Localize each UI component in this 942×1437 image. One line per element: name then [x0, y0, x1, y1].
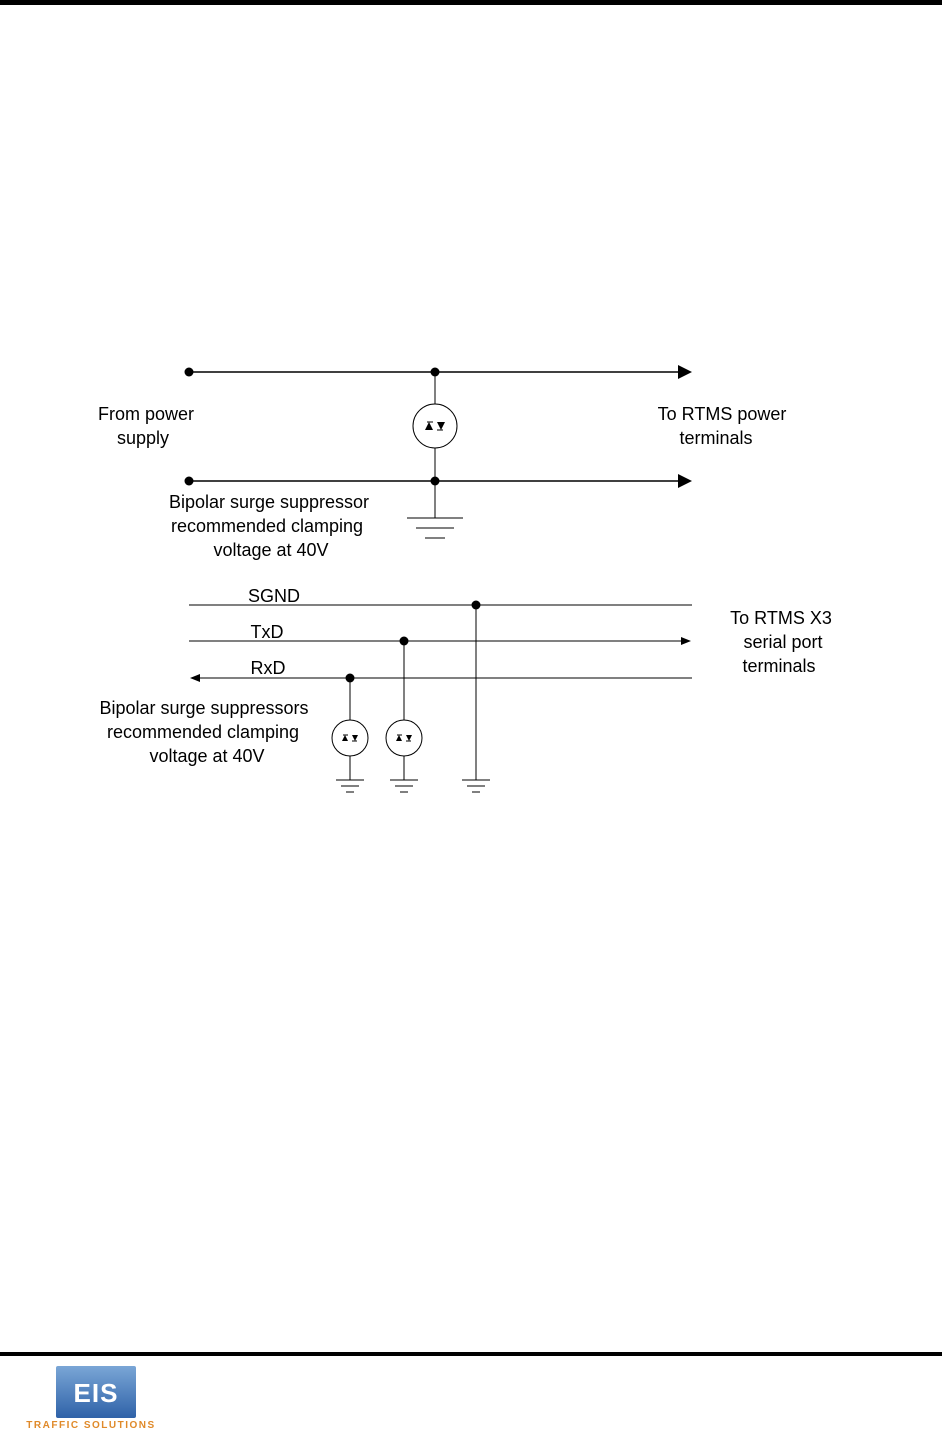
sgnd-label: SGND — [248, 586, 300, 606]
power-suppressor-label-1: Bipolar surge suppressor — [169, 492, 369, 512]
serial-to-label-2: serial port — [743, 632, 822, 652]
power-suppressor-symbol — [413, 404, 457, 448]
sgnd-ground-icon — [462, 780, 490, 792]
txd-label: TxD — [251, 622, 284, 642]
txd-suppressor-symbol — [386, 720, 422, 756]
logo-subtext: TRAFFIC SOLUTIONS — [16, 1420, 166, 1431]
power-from-label-1: From power — [98, 404, 194, 424]
rxd-suppressor-symbol — [332, 720, 368, 756]
power-to-label-1: To RTMS power — [658, 404, 787, 424]
power-bottom-arrow — [678, 474, 692, 488]
txd-ground-icon — [390, 780, 418, 792]
serial-to-label-1: To RTMS X3 — [730, 608, 832, 628]
footer-rule — [0, 1352, 942, 1356]
eis-logo: EIS TRAFFIC SOLUTIONS — [16, 1366, 166, 1434]
serial-suppressor-label-2: recommended clamping — [107, 722, 299, 742]
power-suppressor-label-2: recommended clamping — [171, 516, 363, 536]
rxd-label: RxD — [251, 658, 286, 678]
serial-suppressor-label-3: voltage at 40V — [149, 746, 264, 766]
serial-suppressor-label-1: Bipolar surge suppressors — [99, 698, 308, 718]
power-terminal-top — [185, 368, 194, 377]
power-suppressor-label-3: voltage at 40V — [213, 540, 328, 560]
txd-arrow — [681, 637, 691, 645]
power-top-arrow — [678, 365, 692, 379]
power-terminal-bottom — [185, 477, 194, 486]
logo-text: EIS — [56, 1378, 136, 1409]
rxd-arrow — [190, 674, 200, 682]
rxd-ground-icon — [336, 780, 364, 792]
power-from-label-2: supply — [117, 428, 169, 448]
power-to-label-2: terminals — [679, 428, 752, 448]
surge-protection-diagram: From power supply To RTMS power terminal… — [0, 0, 942, 1340]
serial-to-label-3: terminals — [742, 656, 815, 676]
power-ground-icon — [407, 518, 463, 538]
power-circuit — [185, 365, 693, 538]
